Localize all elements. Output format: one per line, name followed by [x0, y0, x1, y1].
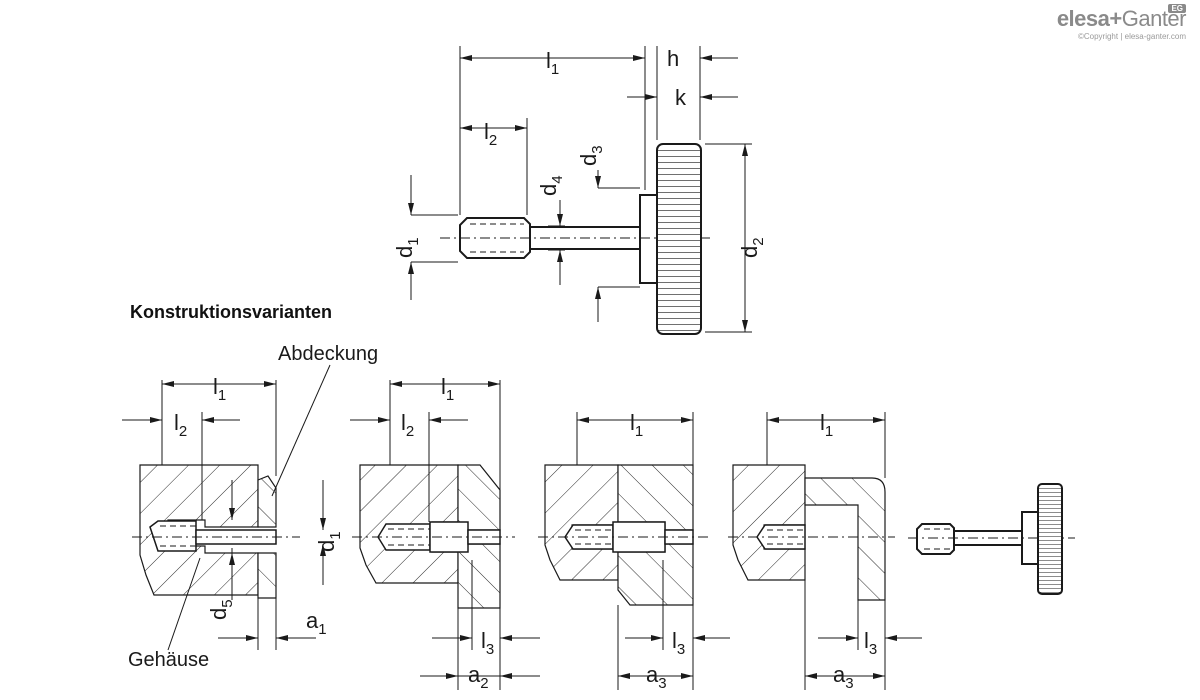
v3-dim-l1: l1 [630, 410, 643, 440]
v2-dim-l1: l1 [441, 374, 454, 404]
v2-dim-l3: l3 [481, 628, 494, 658]
dim-d4-label: d4 [536, 175, 566, 196]
v2-dim-a2: a2 [468, 662, 489, 692]
v4-dim-a3: a3 [833, 662, 854, 692]
dim-k-label: k [675, 85, 687, 110]
v1-dim-d1: d1 [314, 531, 344, 552]
dim-d2-label: d2 [737, 237, 767, 258]
variant-4-bracket: l1 l3 a3 [728, 410, 922, 692]
v2-dim-l2: l2 [401, 410, 414, 440]
variant-2-two-plates: l1 l2 l3 a2 [350, 374, 540, 692]
v1-dim-a1: a1 [306, 608, 327, 638]
v1-dim-l2: l2 [174, 410, 187, 440]
section-heading: Konstruktionsvarianten [130, 302, 332, 322]
callout-housing: Gehäuse [128, 649, 209, 671]
v4-dim-l1: l1 [820, 410, 833, 440]
v3-dim-l3: l3 [672, 628, 685, 658]
small-thumb-screw [908, 483, 1075, 595]
dim-l1-label: l1 [546, 48, 559, 78]
v1-dim-l1: l1 [213, 374, 226, 404]
dim-l2-label: l2 [484, 119, 497, 149]
v4-dim-l3: l3 [864, 628, 877, 658]
dim-d1-label: d1 [392, 237, 422, 258]
brand-logo: EG elesa+Ganter ©Copyright | elesa-gante… [1056, 4, 1187, 41]
main-thumb-screw-view: l1 h k l2 d1 d4 d3 d2 [392, 46, 767, 335]
copyright-notice: ©Copyright | elesa-ganter.com [1077, 32, 1186, 41]
brand-name: elesa+Ganter [1056, 6, 1187, 31]
eg-badge: EG [1168, 4, 1186, 13]
variant-1-cover-housing: Abdeckung Gehäuse l1 l2 d5 d1 a1 [122, 343, 378, 671]
v1-dim-d5: d5 [206, 599, 236, 620]
dim-d3-label: d3 [576, 145, 606, 166]
dim-h-label: h [667, 46, 679, 71]
variant-3-plate-through: l1 l3 a3 [538, 410, 730, 692]
callout-cover: Abdeckung [278, 343, 378, 365]
v3-dim-a3: a3 [646, 662, 667, 692]
